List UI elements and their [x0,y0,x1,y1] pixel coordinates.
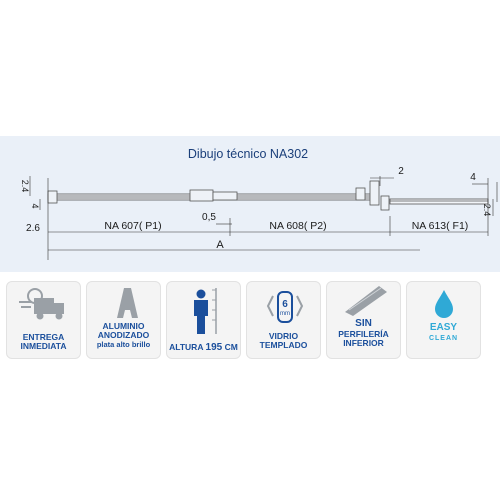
delivery-truck-icon [19,288,64,320]
dim-26: 2.6 [26,223,40,234]
rail-profile [47,180,489,211]
badge-no-profile-line1: SIN [355,318,372,329]
dim-f1: NA 613( F1) [412,220,469,232]
badge-no-profile-line3: INFERIOR [343,338,384,348]
dim-p1: NA 607( P1) [104,220,161,232]
badge-no-profile: SIN PERFILERÍA INFERIOR [326,281,401,359]
badge-aluminium-line3: plata alto brillo [96,340,151,349]
badge-easy-clean: EASY CLEAN [406,281,481,359]
badge-aluminium: ALUMINIO ANODIZADO plata alto brillo [86,281,161,359]
aluminium-letter-a-icon [117,288,138,318]
badge-height-label: ALTURA 195 CM [167,342,240,353]
dim-2-top: 2 [398,166,404,177]
badge-aluminium-line2: ANODIZADO [97,330,150,340]
no-bottom-profile-icon [345,286,387,316]
dim-24-right: 2.4 [482,204,492,217]
glass-6mm-icon: 6 mm [266,291,304,323]
dim-p2: NA 608( P2) [269,220,326,232]
dim-4-right: 4 [470,172,476,183]
dim-05: 0,5 [202,212,216,223]
badge-delivery: ENTREGA INMEDIATA [6,281,81,359]
water-drop-icon [435,290,453,318]
glass-unit: mm [280,311,290,317]
badge-height-value: 195 [205,342,223,353]
badge-height-unit: CM [224,342,238,352]
drawing-title: Dibujo técnico NA302 [188,147,308,161]
badge-glass-line1: VIDRIO [268,331,299,341]
technical-drawing: Dibujo técnico NA302 [20,147,498,260]
glass-thickness: 6 [282,299,288,310]
person-height-icon [194,288,217,334]
badge-glass-line2: TEMPLADO [259,340,308,350]
dim-total-a: A [216,239,224,251]
badge-easy-line1: EASY [429,322,458,333]
badge-height-line1: ALTURA [169,342,204,352]
badge-height: ALTURA 195 CM [166,281,241,359]
badge-glass: 6 mm VIDRIO TEMPLADO [246,281,321,359]
dim-4-left: 4 [30,203,40,208]
badge-delivery-line2: INMEDIATA [20,341,67,351]
feature-badges: ENTREGA INMEDIATA ALUMINIO ANODIZADO pla… [0,281,500,361]
badge-no-profile-line2: PERFILERÍA [338,329,389,339]
badge-aluminium-line1: ALUMINIO [102,321,145,331]
badge-easy-line2: CLEAN [428,335,459,342]
badge-delivery-line1: ENTREGA [22,332,65,342]
dim-24-left: 2.4 [20,180,30,193]
